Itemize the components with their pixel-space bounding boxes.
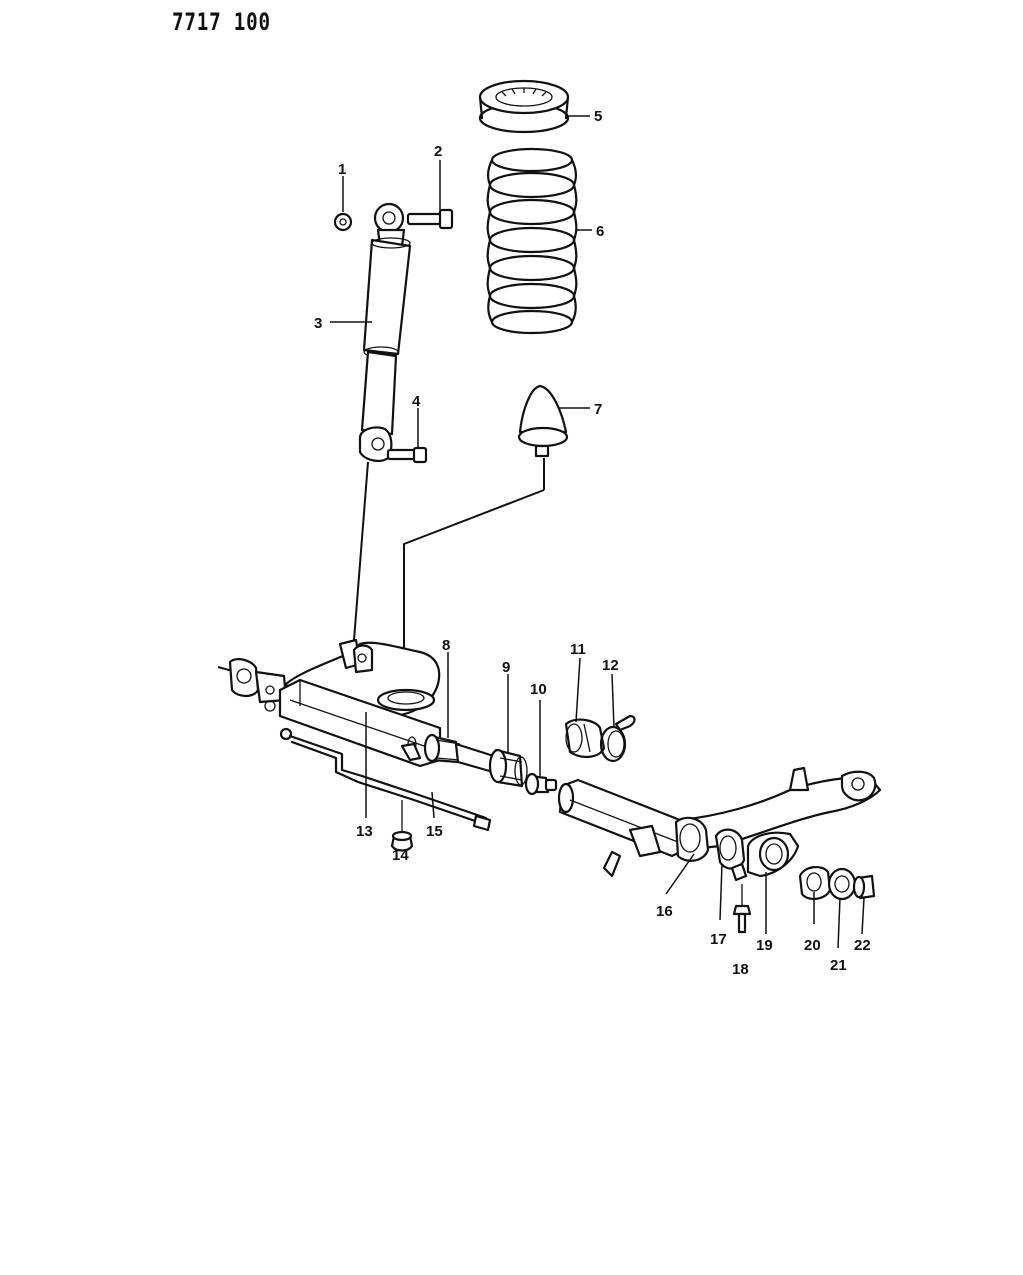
callout-14: 14 xyxy=(392,847,409,864)
callout-16: 16 xyxy=(656,903,673,920)
stabilizer-bar-part xyxy=(279,727,492,832)
callout-6: 6 xyxy=(596,223,604,240)
spring-seat-part xyxy=(478,79,570,134)
bushing-8-part xyxy=(423,733,502,776)
boot-11-part xyxy=(564,718,606,758)
callout-19: 19 xyxy=(756,937,773,954)
callout-8: 8 xyxy=(442,637,450,654)
clamp-12-part xyxy=(599,714,636,763)
callout-20: 20 xyxy=(804,937,821,954)
shock-absorber-part xyxy=(353,202,428,641)
bushing-17-part xyxy=(714,828,746,870)
callout-9: 9 xyxy=(502,659,510,676)
upper-bolt-part xyxy=(406,208,454,230)
callout-10: 10 xyxy=(530,681,547,698)
washer-21-part xyxy=(827,867,857,901)
callout-5: 5 xyxy=(594,108,602,125)
bolt-18-part xyxy=(732,884,752,934)
callout-4: 4 xyxy=(412,393,421,410)
nut-part xyxy=(333,212,353,232)
callout-18: 18 xyxy=(732,961,749,978)
callout-13: 13 xyxy=(356,823,373,840)
bump-stopper-part xyxy=(403,384,569,698)
grommet-14-part xyxy=(390,800,414,852)
callout-2: 2 xyxy=(434,143,442,160)
cap-22-part xyxy=(852,874,876,900)
callout-12: 12 xyxy=(602,657,619,674)
coil-spring-part xyxy=(486,147,578,335)
callout-7: 7 xyxy=(594,401,602,418)
callout-15: 15 xyxy=(426,823,443,840)
bushing-16-part xyxy=(674,816,710,862)
callout-22: 22 xyxy=(854,937,871,954)
callout-3: 3 xyxy=(314,315,322,332)
drawing-code: 7717 100 xyxy=(172,8,271,36)
nut-20-part xyxy=(798,866,832,900)
sleeve-10-part xyxy=(524,772,558,796)
callouts: 1 2 3 4 5 6 7 8 9 10 11 12 13 14 15 16 1… xyxy=(314,108,871,978)
bushing-9-part xyxy=(488,748,528,788)
callout-1: 1 xyxy=(338,161,346,178)
callout-17: 17 xyxy=(710,931,727,948)
leader-lines xyxy=(330,115,865,949)
callout-11: 11 xyxy=(570,641,586,658)
callout-21: 21 xyxy=(830,957,847,974)
axle-beam-part xyxy=(217,638,442,768)
